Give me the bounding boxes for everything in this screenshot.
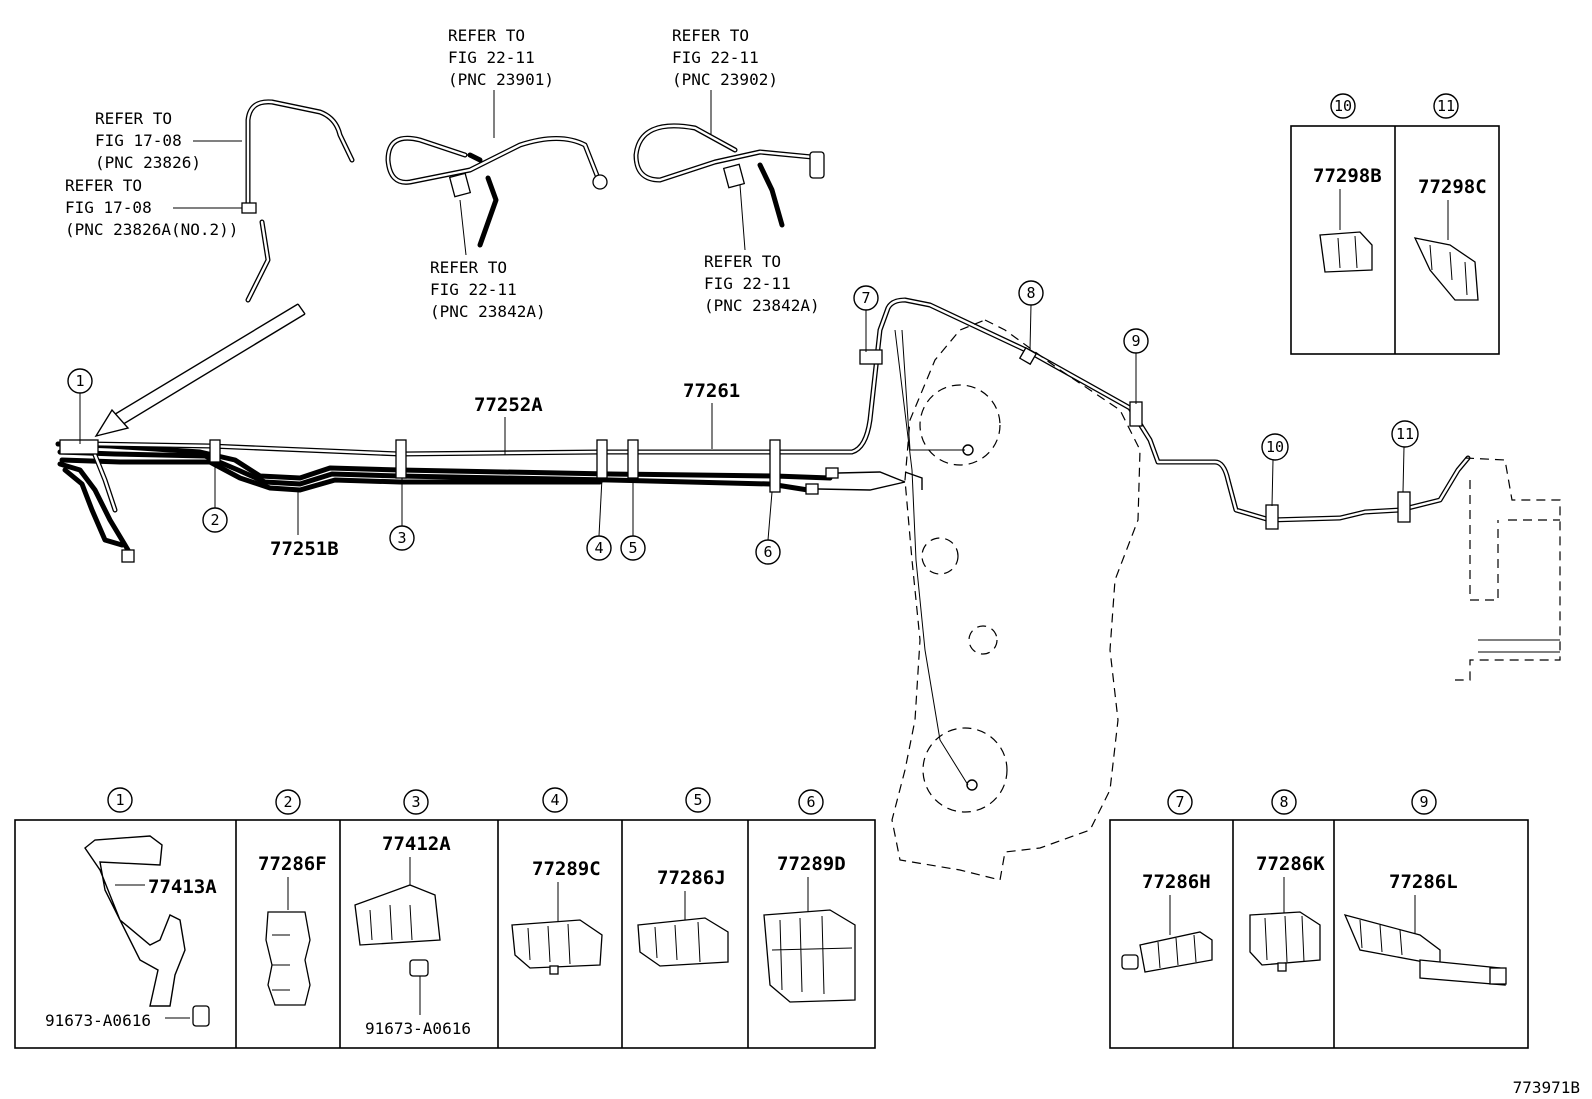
svg-text:2: 2 <box>283 793 292 811</box>
vent-hose-23826 <box>241 99 355 303</box>
svg-text:10: 10 <box>1266 438 1284 456</box>
svg-text:91673-A0616: 91673-A0616 <box>365 1019 471 1038</box>
svg-text:9: 9 <box>1419 793 1428 811</box>
callout-9: 9 <box>1123 328 1149 404</box>
svg-text:REFER TO: REFER TO <box>448 26 525 45</box>
svg-text:5: 5 <box>693 791 702 809</box>
detail-cell-6: 6 77289D <box>763 789 856 1003</box>
svg-text:91673-A0616: 91673-A0616 <box>45 1011 151 1030</box>
clamp-markers <box>209 346 1411 530</box>
detail-cell-7: 7 77286H <box>1121 789 1213 973</box>
svg-text:1: 1 <box>75 372 84 390</box>
svg-text:6: 6 <box>806 793 815 811</box>
part-label-77261: 77261 <box>683 380 740 402</box>
svg-text:77412A: 77412A <box>382 833 451 855</box>
detail-cell-9: 9 77286L <box>1343 789 1507 986</box>
reference-label-23826: REFER TO FIG 17-08 (PNC 23826) <box>95 109 242 172</box>
svg-text:8: 8 <box>1026 284 1035 302</box>
svg-text:FIG 22-11: FIG 22-11 <box>430 280 517 299</box>
svg-text:REFER TO: REFER TO <box>704 252 781 271</box>
hose-23901 <box>385 135 608 248</box>
svg-text:1: 1 <box>115 791 124 809</box>
svg-text:(PNC 23842A): (PNC 23842A) <box>704 296 820 315</box>
svg-text:11: 11 <box>1396 425 1414 443</box>
svg-text:6: 6 <box>763 543 772 561</box>
svg-text:11: 11 <box>1437 97 1455 115</box>
detail-box-a: 1 77413A 91673-A0616 2 77286F 3 77412A 9… <box>14 787 876 1049</box>
svg-text:77298B: 77298B <box>1313 165 1382 187</box>
reference-label-23901: REFER TO FIG 22-11 (PNC 23901) <box>448 26 554 138</box>
svg-text:77413A: 77413A <box>148 876 217 898</box>
detail-cell-5: 5 77286J <box>637 787 729 967</box>
svg-text:(PNC 23826A(NO.2)): (PNC 23826A(NO.2)) <box>65 220 238 239</box>
detail-cell-8: 8 77286K <box>1249 789 1325 972</box>
svg-text:(PNC 23826): (PNC 23826) <box>95 153 201 172</box>
part-label-77251b: 77251B <box>270 538 339 560</box>
svg-text:2: 2 <box>210 511 219 529</box>
callout-4: 4 <box>586 477 612 561</box>
svg-text:77286J: 77286J <box>657 867 726 889</box>
svg-text:8: 8 <box>1279 793 1288 811</box>
callout-1: 1 <box>67 368 93 444</box>
detail-cell-3: 3 77412A 91673-A0616 <box>354 789 471 1038</box>
detail-cell-11: 11 77298C <box>1413 93 1487 301</box>
svg-text:4: 4 <box>550 791 559 809</box>
reference-label-23826a: REFER TO FIG 17-08 (PNC 23826A(NO.2)) <box>65 176 243 239</box>
svg-text:77289D: 77289D <box>777 853 846 875</box>
svg-text:77289C: 77289C <box>532 858 601 880</box>
callout-10: 10 <box>1261 433 1289 507</box>
svg-text:(PNC 23842A): (PNC 23842A) <box>430 302 546 321</box>
main-tube-bundle <box>55 297 1471 563</box>
svg-text:FIG 22-11: FIG 22-11 <box>448 48 535 67</box>
fuel-tank-outline <box>891 319 1561 881</box>
svg-text:FIG 22-11: FIG 22-11 <box>672 48 759 67</box>
reference-label-23842a-left: REFER TO FIG 22-11 (PNC 23842A) <box>430 199 546 321</box>
detail-cell-1: 1 77413A 91673-A0616 <box>45 787 217 1030</box>
svg-text:REFER TO: REFER TO <box>95 109 172 128</box>
svg-text:FIG 17-08: FIG 17-08 <box>95 131 182 150</box>
svg-text:5: 5 <box>628 539 637 557</box>
callout-5: 5 <box>620 478 646 561</box>
svg-text:FIG 17-08: FIG 17-08 <box>65 198 152 217</box>
callout-11: 11 <box>1391 420 1419 493</box>
reference-label-23842a-right: REFER TO FIG 22-11 (PNC 23842A) <box>704 184 820 315</box>
callout-6: 6 <box>755 491 781 565</box>
svg-text:9: 9 <box>1131 332 1140 350</box>
svg-text:7: 7 <box>861 289 870 307</box>
svg-text:REFER TO: REFER TO <box>430 258 507 277</box>
svg-text:4: 4 <box>594 539 603 557</box>
svg-text:(PNC 23902): (PNC 23902) <box>672 70 778 89</box>
diagram-code: 773971B <box>1513 1078 1580 1097</box>
svg-text:3: 3 <box>411 793 420 811</box>
reference-label-23902: REFER TO FIG 22-11 (PNC 23902) <box>672 26 778 138</box>
svg-text:3: 3 <box>397 529 406 547</box>
svg-text:REFER TO: REFER TO <box>672 26 749 45</box>
callout-3: 3 <box>389 478 415 551</box>
detail-box-b: 7 77286H 8 77286K 9 77286L <box>1109 789 1529 1049</box>
svg-text:FIG 22-11: FIG 22-11 <box>704 274 791 293</box>
callout-7: 7 <box>853 285 879 352</box>
svg-text:10: 10 <box>1334 97 1352 115</box>
svg-text:77286H: 77286H <box>1142 871 1211 893</box>
callout-2: 2 <box>202 462 228 533</box>
svg-text:77286K: 77286K <box>1256 853 1325 875</box>
svg-text:(PNC 23901): (PNC 23901) <box>448 70 554 89</box>
detail-box-c: 10 77298B 11 77298C <box>1290 93 1500 355</box>
detail-cell-10: 10 77298B <box>1313 93 1382 273</box>
main-callouts: 1 2 3 4 5 6 7 8 9 10 11 <box>67 280 1419 565</box>
part-label-77252a: 77252A <box>474 394 543 416</box>
svg-text:7: 7 <box>1175 793 1184 811</box>
detail-cell-2: 2 77286F <box>258 789 327 1006</box>
hose-23902 <box>633 123 825 228</box>
svg-text:REFER TO: REFER TO <box>65 176 142 195</box>
main-part-labels: 77252A 77261 77251B <box>270 380 740 560</box>
detail-cell-4: 4 77289C <box>511 787 603 975</box>
svg-text:77286F: 77286F <box>258 853 327 875</box>
svg-text:77286L: 77286L <box>1389 871 1458 893</box>
callout-8: 8 <box>1018 280 1044 351</box>
pointer-arrow <box>94 303 306 438</box>
svg-text:77298C: 77298C <box>1418 176 1487 198</box>
